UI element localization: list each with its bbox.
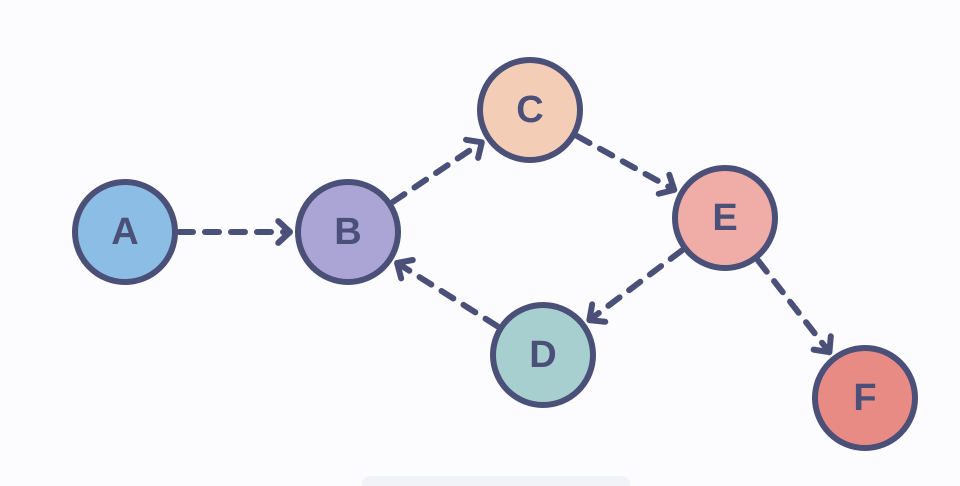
- node-b: B: [295, 179, 401, 285]
- arrowhead-icon: [463, 136, 485, 161]
- arrowhead-icon: [655, 171, 678, 197]
- edge-line: [389, 141, 482, 205]
- edge-line: [589, 247, 685, 321]
- arrowhead-icon: [394, 256, 416, 282]
- node-a: A: [72, 179, 178, 285]
- node-e: E: [672, 165, 778, 271]
- edge-line: [755, 257, 830, 353]
- edge-c-to-e: [574, 133, 678, 197]
- node-label: E: [712, 197, 737, 239]
- edge-line: [397, 262, 501, 330]
- edges-layer: [176, 133, 834, 356]
- node-label: C: [516, 89, 543, 131]
- node-circle: [295, 179, 401, 285]
- edge-e-to-d: [586, 247, 685, 325]
- nodes-layer: A B C D E F: [72, 57, 918, 451]
- edge-e-to-f: [755, 257, 834, 356]
- node-label: F: [853, 377, 876, 419]
- node-circle: [490, 302, 596, 408]
- edge-b-to-c: [389, 136, 485, 205]
- node-label: B: [334, 211, 361, 253]
- edge-d-to-b: [394, 256, 501, 330]
- node-circle: [477, 57, 583, 163]
- edge-line: [574, 133, 674, 191]
- arrowhead-icon: [275, 218, 293, 246]
- bottom-panel-tab: [362, 476, 630, 486]
- arrowhead-icon: [586, 301, 609, 325]
- node-circle: [812, 345, 918, 451]
- edge-a-to-b: [176, 218, 293, 246]
- arrowhead-icon: [810, 333, 834, 356]
- node-c: C: [477, 57, 583, 163]
- node-f: F: [812, 345, 918, 451]
- node-d: D: [490, 302, 596, 408]
- node-circle: [72, 179, 178, 285]
- node-label: D: [529, 334, 556, 376]
- node-circle: [672, 165, 778, 271]
- node-label: A: [111, 211, 138, 253]
